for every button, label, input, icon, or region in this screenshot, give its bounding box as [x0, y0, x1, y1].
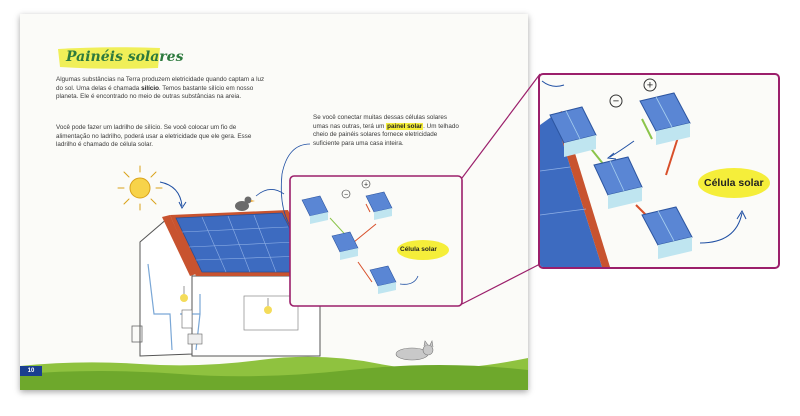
- paragraph-2: Você pode fazer um ladrilho de silício. …: [56, 124, 252, 149]
- keyword-painel-solar: painel solar: [386, 122, 424, 130]
- zoomed-cells: − +: [540, 78, 770, 267]
- book-page: − + Painéis solares Algumas substâncias …: [20, 14, 528, 390]
- bird-icon: [235, 196, 255, 211]
- small-cells: [301, 191, 397, 294]
- house-illustration: − +: [20, 143, 528, 390]
- page-number: 10: [20, 366, 42, 376]
- minus-sign-small: −: [344, 192, 348, 199]
- zoom-callout: − + Célula solar: [538, 73, 780, 269]
- solar-cell-label-zoom: Célula solar: [704, 177, 764, 189]
- solar-cell-label-small: Célula solar: [400, 246, 437, 253]
- sun-icon: [117, 165, 163, 211]
- title-banner: Painéis solares: [56, 46, 183, 70]
- keyword-silicio: silício: [141, 84, 159, 92]
- paragraph-1: Algumas substâncias na Terra produzem el…: [56, 76, 265, 101]
- paragraph-3: Se você conectar muitas dessas células s…: [313, 114, 459, 147]
- plus-sign-small: +: [364, 182, 368, 189]
- plus-sign-zoom: +: [647, 80, 653, 92]
- minus-sign-zoom: −: [613, 96, 619, 108]
- page-title: Painéis solares: [66, 49, 184, 65]
- cat-icon: [395, 340, 434, 361]
